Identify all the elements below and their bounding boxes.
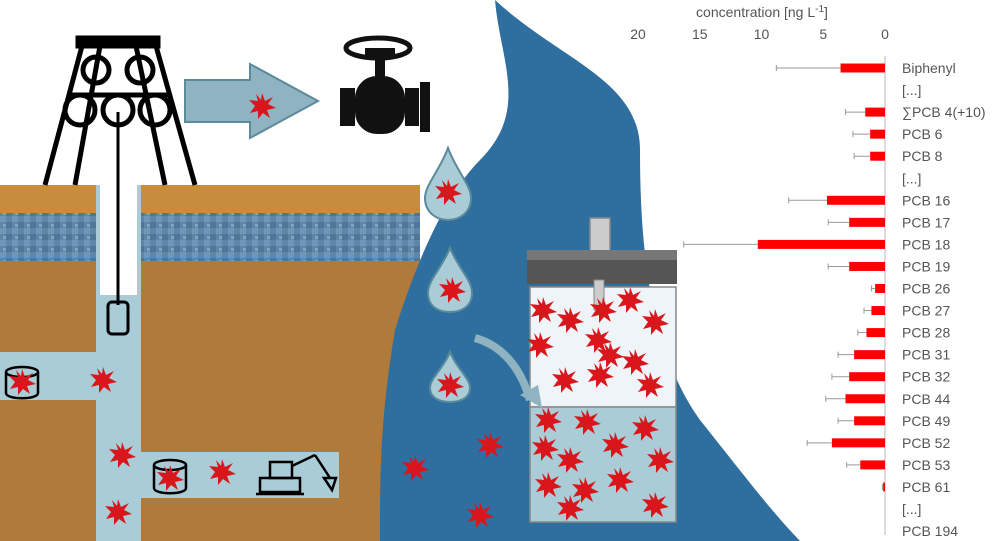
barrel-icon xyxy=(4,365,188,495)
bar xyxy=(870,151,885,161)
bar xyxy=(831,438,885,448)
aquifer-layer xyxy=(0,213,420,261)
category-label: PCB 52 xyxy=(902,435,950,451)
category-label: PCB 32 xyxy=(902,369,950,385)
category-label: [...] xyxy=(902,170,921,186)
bar xyxy=(865,107,885,117)
chart-x-ticks: 20 15 10 5 0 xyxy=(630,26,889,42)
bar xyxy=(854,416,885,426)
bar xyxy=(845,394,885,404)
category-label: PCB 16 xyxy=(902,192,950,208)
bar xyxy=(849,261,885,271)
flow-arrow-icon xyxy=(473,334,534,402)
category-label: PCB 19 xyxy=(902,258,950,274)
excavator-icon xyxy=(256,453,338,496)
bar xyxy=(875,284,885,293)
chart-error-bars xyxy=(683,65,884,490)
bar xyxy=(870,129,885,139)
category-label: PCB 17 xyxy=(902,214,950,230)
category-label: PCB 27 xyxy=(902,303,950,319)
x-tick-label: 0 xyxy=(881,26,889,42)
bar xyxy=(826,195,885,205)
x-tick-label: 10 xyxy=(754,26,770,42)
category-label: PCB 8 xyxy=(902,148,943,164)
bar xyxy=(854,350,885,360)
bar xyxy=(849,217,885,227)
category-label: PCB 26 xyxy=(902,281,950,297)
bar xyxy=(840,63,885,73)
bar xyxy=(883,482,885,492)
category-label: PCB 31 xyxy=(902,347,950,363)
category-label: PCB 6 xyxy=(902,126,943,142)
x-tick-label: 20 xyxy=(630,26,646,42)
category-label: [...] xyxy=(902,82,921,98)
mine-headframe-icon xyxy=(42,35,198,336)
category-label: PCB 61 xyxy=(902,479,950,495)
category-label: PCB 53 xyxy=(902,457,950,473)
category-label: PCB 18 xyxy=(902,236,950,252)
bar xyxy=(849,372,885,382)
chart-bars xyxy=(757,63,885,492)
category-label: ∑PCB 4(+10) xyxy=(902,104,986,120)
bar xyxy=(757,239,885,249)
category-label: [...] xyxy=(902,501,921,517)
valve-icon xyxy=(340,35,430,134)
category-label: PCB 49 xyxy=(902,413,950,429)
chart-categories: Biphenyl [...] ∑PCB 4(+10) PCB 6 PCB 8 [...] P… xyxy=(902,60,986,539)
bar xyxy=(866,328,885,338)
chart-x-axis-label: concentration [ng L-1] xyxy=(696,4,828,20)
x-tick-label: 15 xyxy=(692,26,708,42)
category-label: Biphenyl xyxy=(902,60,956,76)
x-tick-label: 5 xyxy=(819,26,827,42)
category-label: PCB 28 xyxy=(902,325,950,341)
concentration-chart: concentration [ng L-1] 20 15 10 5 0 Biphenyl… xyxy=(630,4,985,539)
category-label: PCB 194 xyxy=(902,523,958,539)
category-label: PCB 44 xyxy=(902,391,950,407)
bar xyxy=(860,460,885,470)
bar xyxy=(871,306,885,316)
